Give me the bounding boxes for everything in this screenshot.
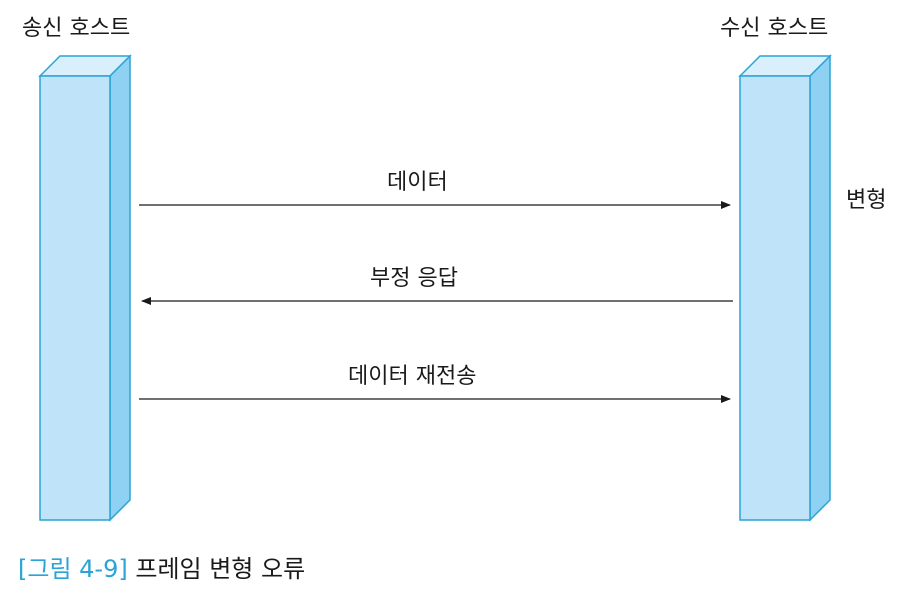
sender-host-label: 송신 호스트 (22, 16, 131, 41)
caption-number: [그림 4-9] (18, 555, 128, 583)
receiver-host-pillar (738, 54, 832, 522)
sender-pillar-side (109, 54, 131, 522)
caption-title: 프레임 변형 오류 (135, 555, 306, 583)
corruption-note: 변형 (846, 188, 887, 213)
retransmit-message-label: 데이터 재전송 (348, 364, 477, 389)
receiver-pillar-front (739, 75, 811, 521)
receiver-host-label: 수신 호스트 (720, 16, 829, 41)
nak-message-label: 부정 응답 (370, 266, 458, 291)
sender-pillar-front (39, 75, 111, 521)
receiver-pillar-side (809, 54, 831, 522)
figure-caption: [그림 4-9] 프레임 변형 오류 (18, 557, 305, 581)
data-message-label: 데이터 (387, 170, 448, 195)
sender-host-pillar (38, 54, 132, 522)
